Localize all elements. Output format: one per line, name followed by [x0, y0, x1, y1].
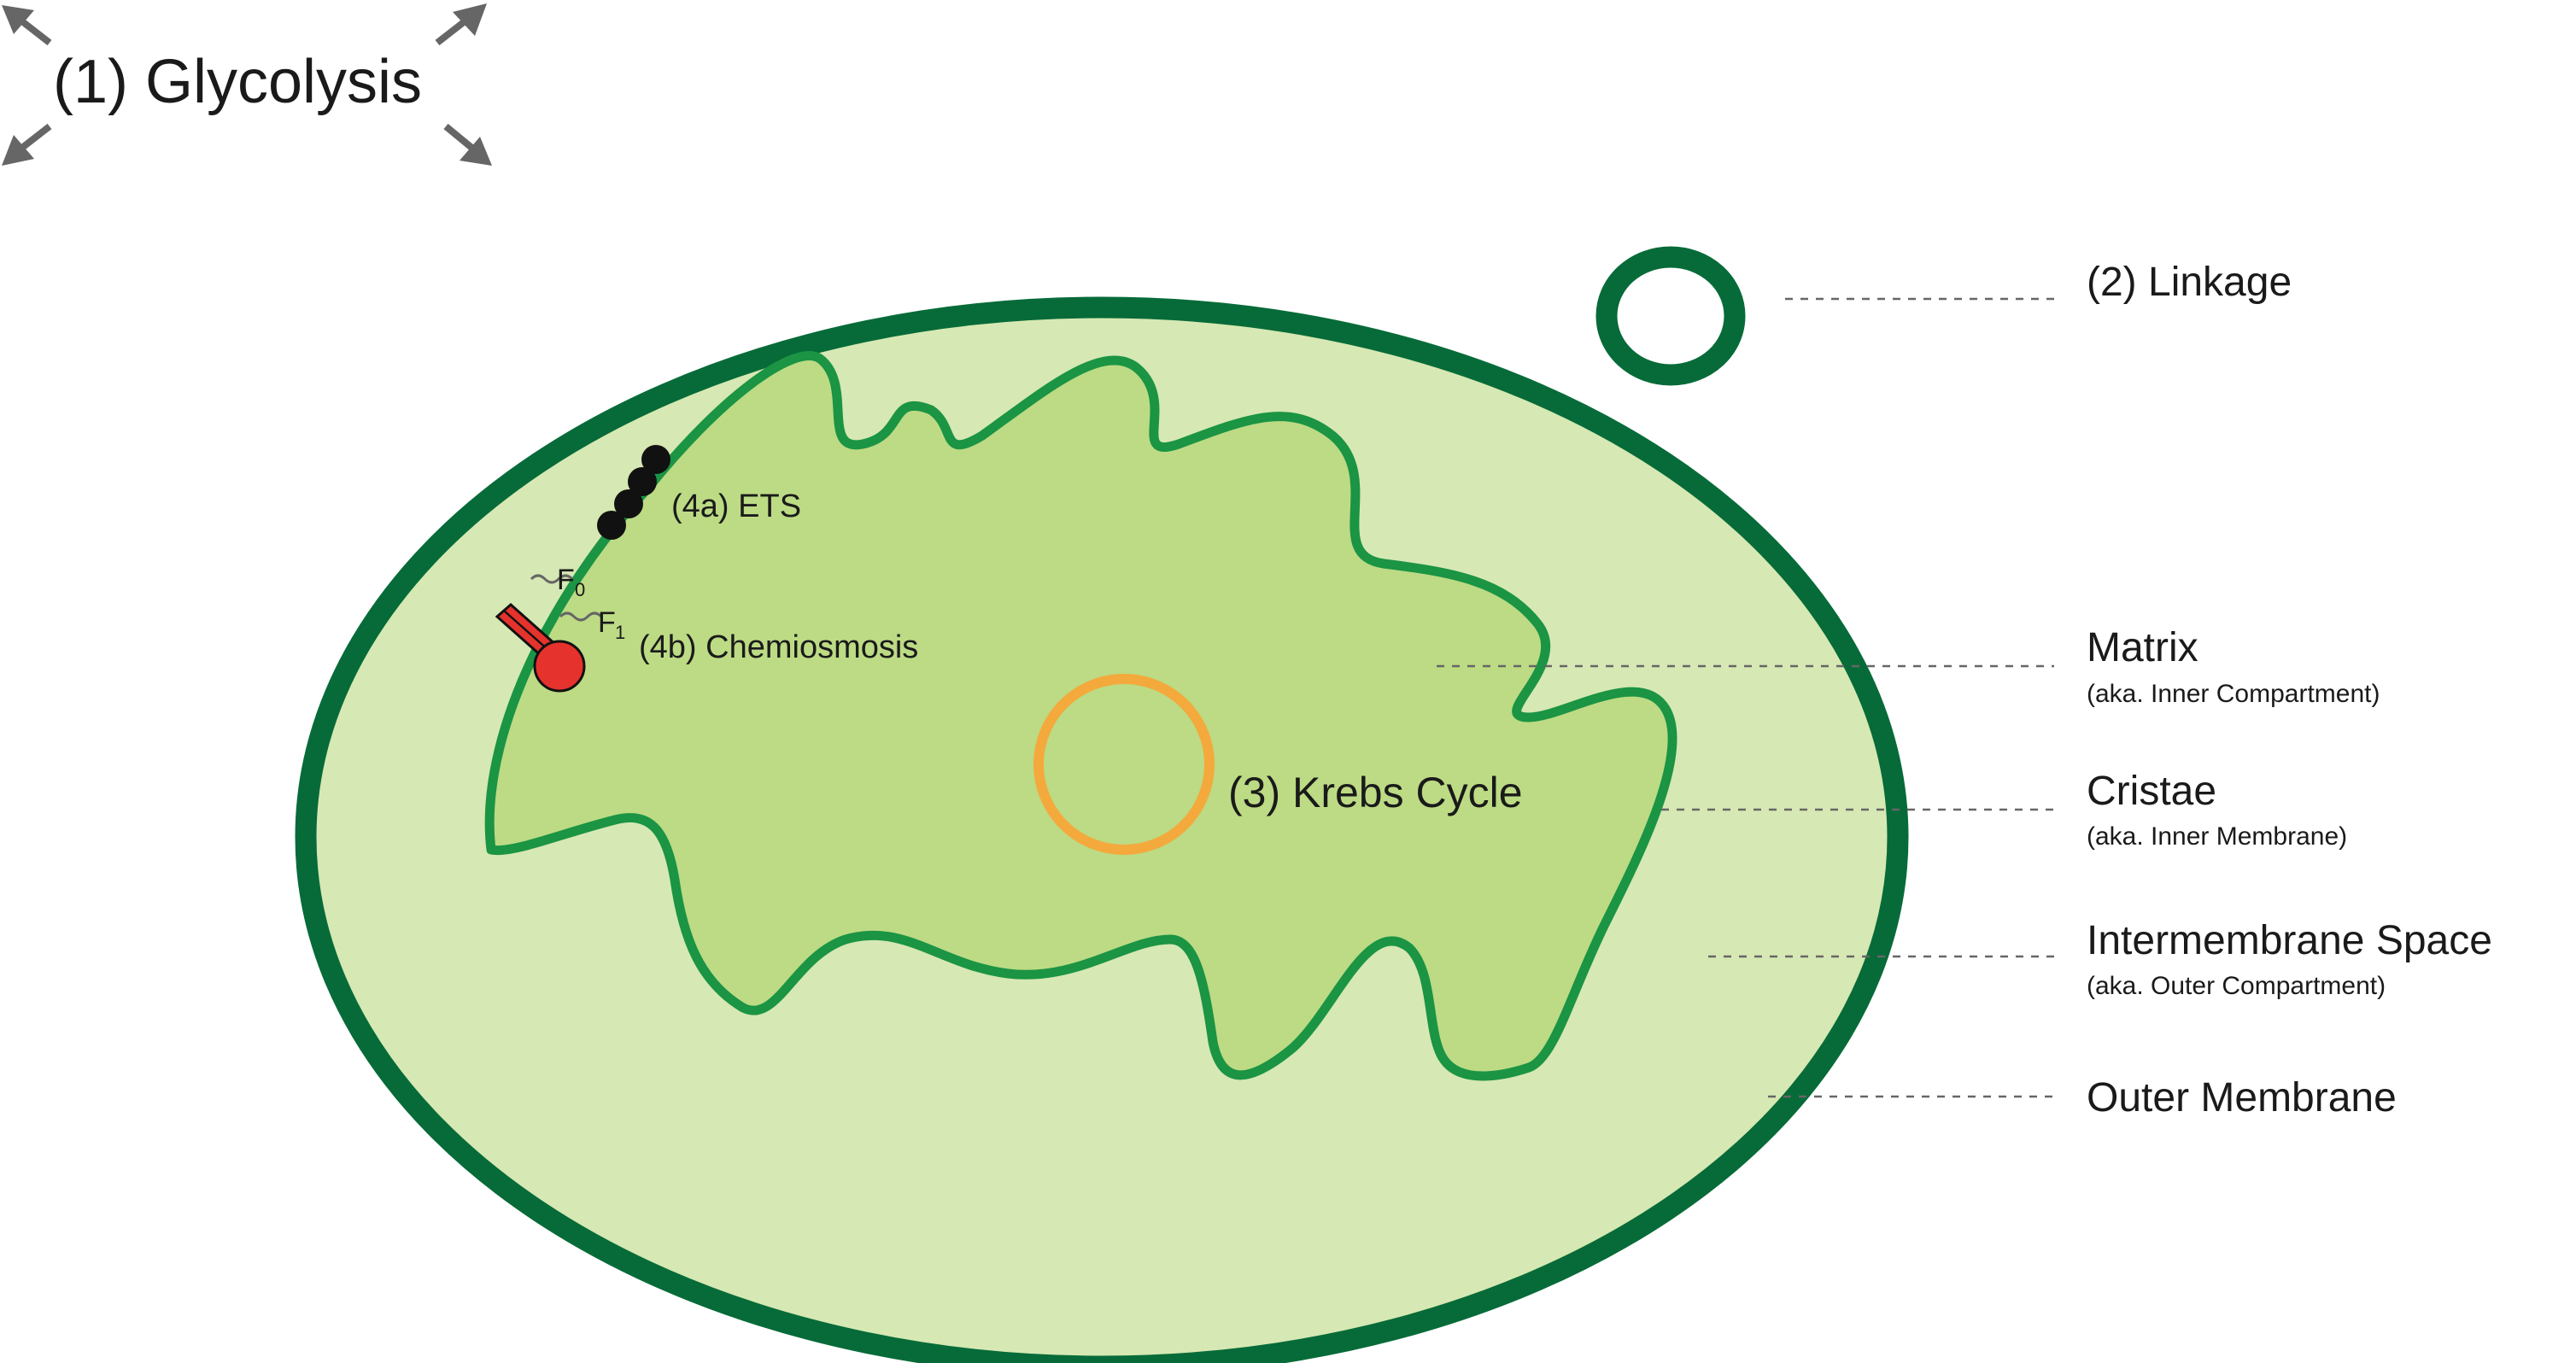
f0-subscript: 0: [575, 579, 585, 600]
chemiosmosis-label: (4b) Chemiosmosis: [639, 629, 918, 665]
arrow-up-right-icon: [435, 3, 487, 46]
krebs-cycle-label: (3) Krebs Cycle: [1228, 769, 1523, 816]
f1-subscript: 1: [615, 622, 625, 643]
cristae-label: Cristae: [2087, 769, 2216, 814]
arrow-down-left-icon: [2, 123, 52, 166]
linkage-ring: [1595, 246, 1746, 386]
arrow-up-left-icon: [2, 5, 52, 46]
f0-label: F: [557, 564, 575, 596]
linkage-label: (2) Linkage: [2087, 260, 2292, 305]
atp-synthase-icon: [495, 574, 603, 693]
f1-label: F: [598, 606, 616, 639]
matrix-sublabel: (aka. Inner Compartment): [2087, 680, 2380, 708]
arrow-down-right-icon: [443, 123, 492, 166]
intermembrane-label: Intermembrane Space: [2087, 918, 2492, 963]
cristae-sublabel: (aka. Inner Membrane): [2087, 822, 2347, 851]
krebs-cycle-ring: [1033, 674, 1215, 855]
cristae-inner-membrane: [484, 351, 1677, 1081]
outer-membrane-label: Outer Membrane: [2087, 1075, 2397, 1120]
glycolysis-label: (1) Glycolysis: [53, 48, 422, 116]
ets-beads-icon: [597, 445, 670, 540]
ets-label: (4a) ETS: [671, 488, 801, 524]
glycolysis-arrows-icon: [2, 3, 492, 166]
intermembrane-sublabel: (aka. Outer Compartment): [2087, 972, 2386, 1000]
matrix-label: Matrix: [2087, 625, 2198, 670]
